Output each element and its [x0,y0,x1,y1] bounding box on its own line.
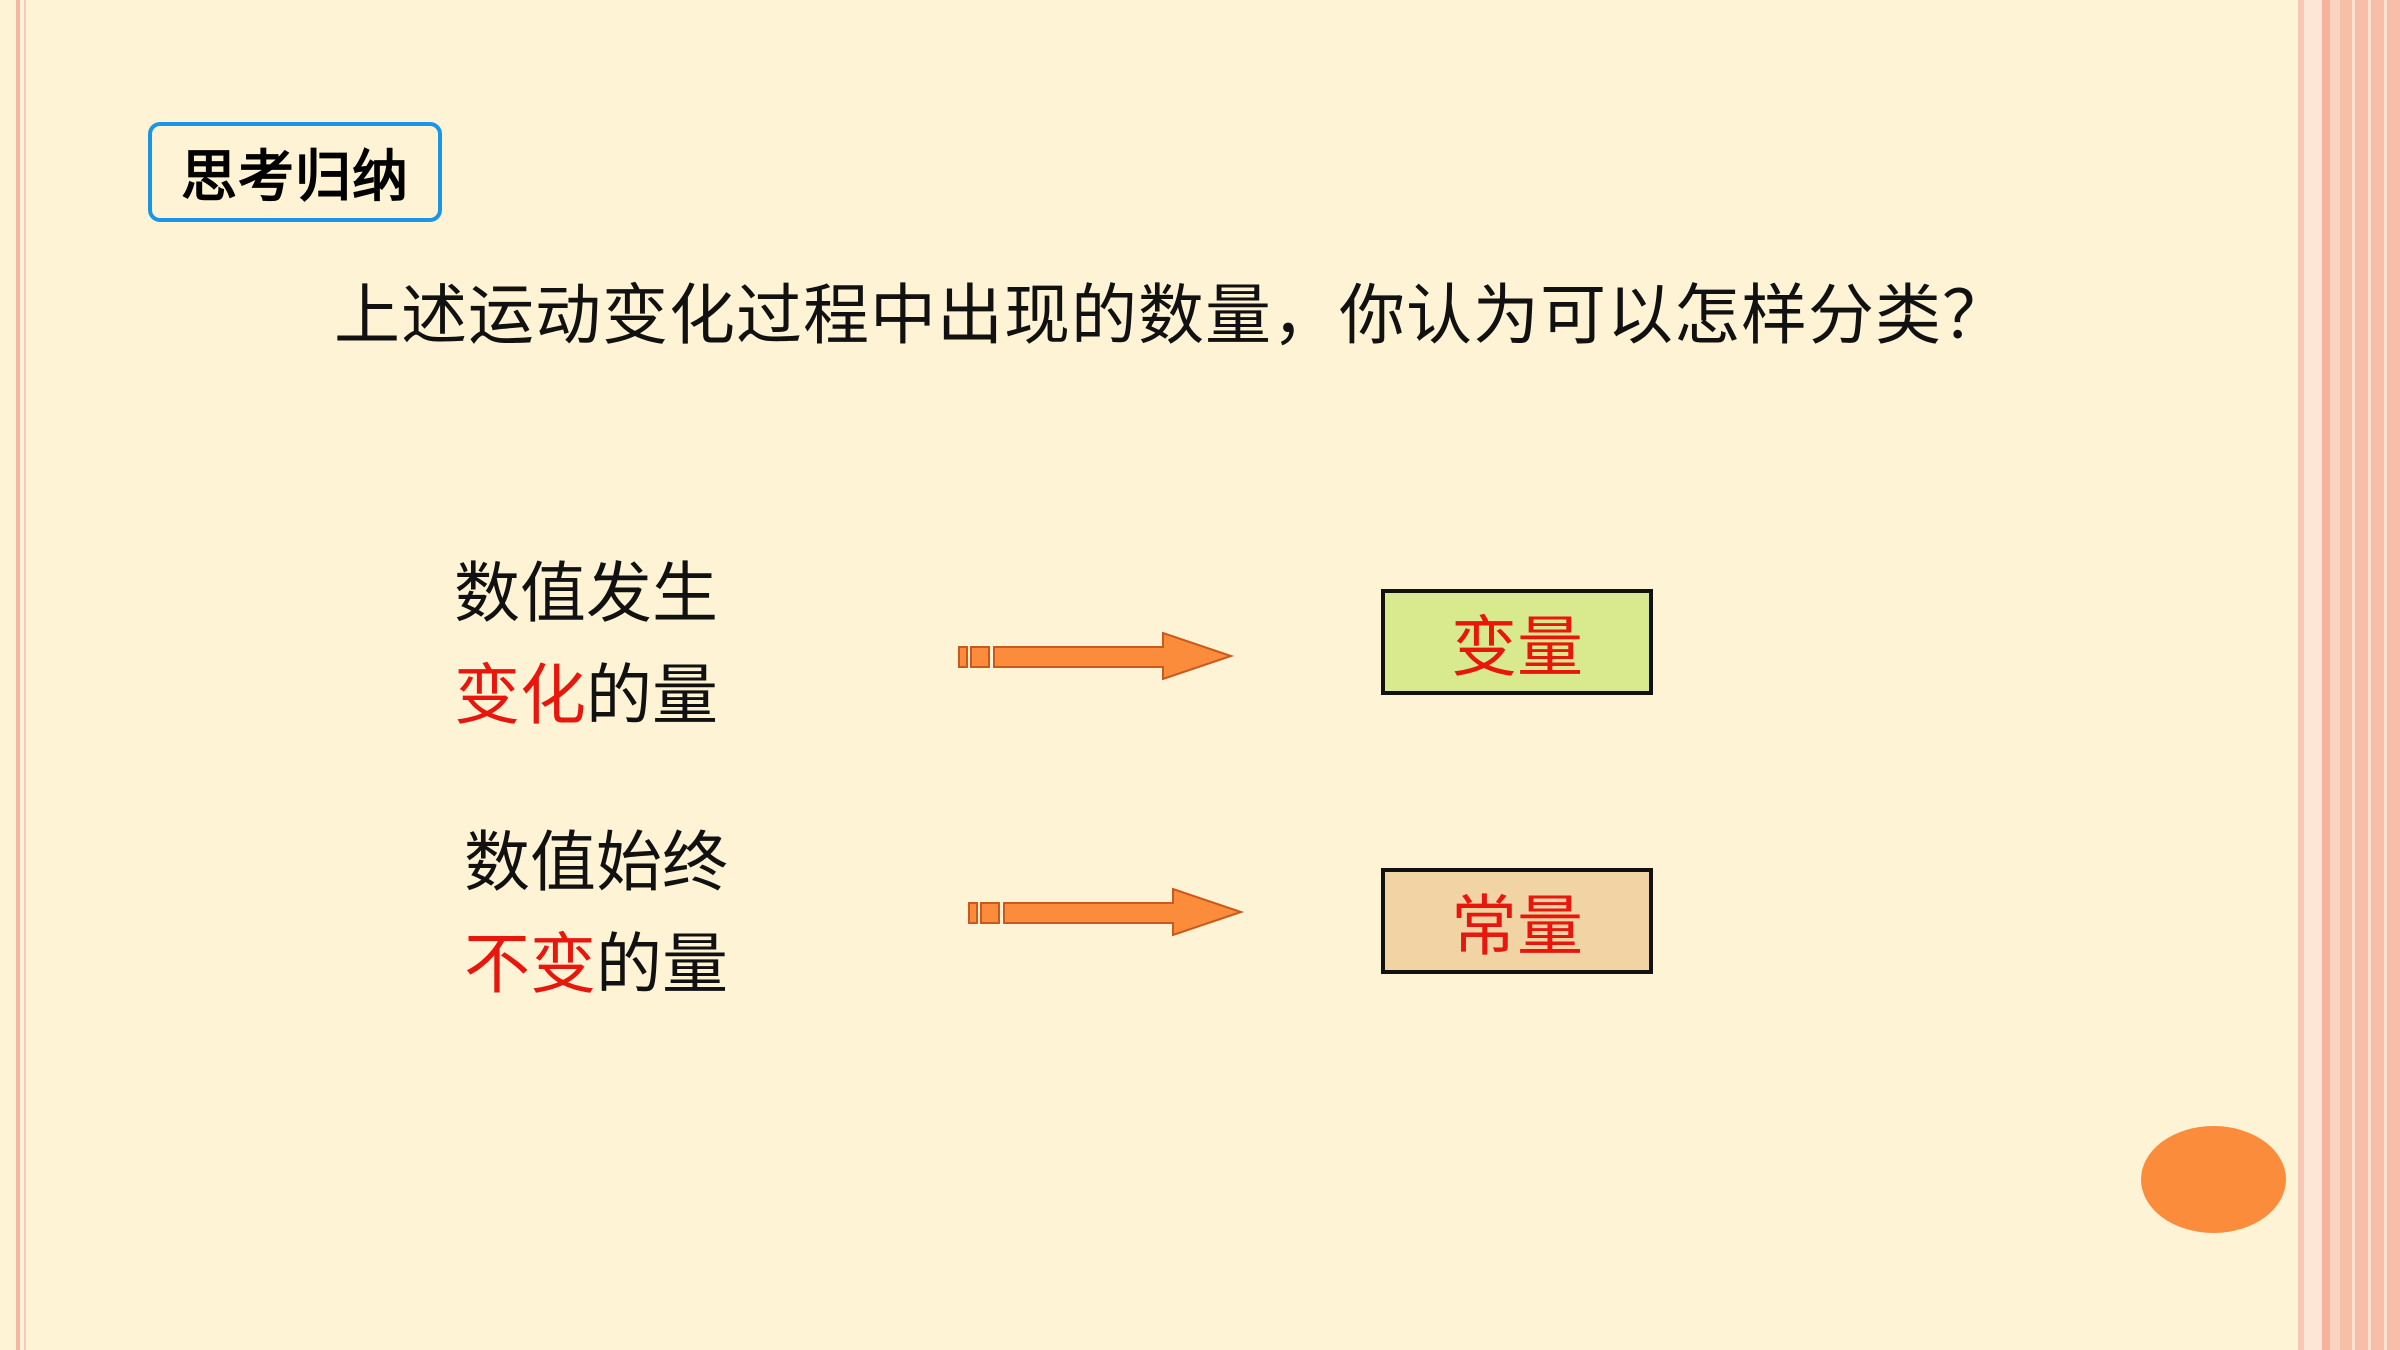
left-border-line [24,0,26,1350]
result-label: 常量 [1451,888,1583,965]
description-line-1: 数值始终 [464,824,728,901]
right-border-stripe [2384,0,2387,1350]
right-border-stripe [2298,0,2304,1350]
description-line-2: 变化的量 [454,645,718,747]
right-border-stripe [2304,0,2322,1350]
description-highlight: 不变 [464,926,596,1003]
right-border-stripe [2330,0,2340,1350]
section-title-box: 思考归纳 [148,122,442,222]
left-border-line [16,0,20,1350]
result-label: 变量 [1451,609,1583,686]
description-highlight: 变化 [454,657,586,734]
right-border-stripe [2368,0,2371,1350]
right-border-stripe [2322,0,2330,1350]
right-border-stripe [2352,0,2355,1350]
row-description: 数值发生 变化的量 [454,543,718,747]
decorative-dot [2141,1126,2286,1233]
description-line-1: 数值发生 [454,555,718,632]
description-rest: 的量 [596,926,728,1003]
right-arrow-icon [958,631,1235,681]
description-rest: 的量 [586,657,718,734]
row-description: 数值始终 不变的量 [464,812,728,1016]
question-text: 上述运动变化过程中出现的数量，你认为可以怎样分类？ [334,277,2009,354]
description-line-2: 不变的量 [464,914,728,1016]
result-box-variable: 变量 [1381,589,1653,695]
section-title: 思考归纳 [181,144,409,210]
result-box-constant: 常量 [1381,868,1653,974]
right-arrow-icon [968,887,1245,937]
